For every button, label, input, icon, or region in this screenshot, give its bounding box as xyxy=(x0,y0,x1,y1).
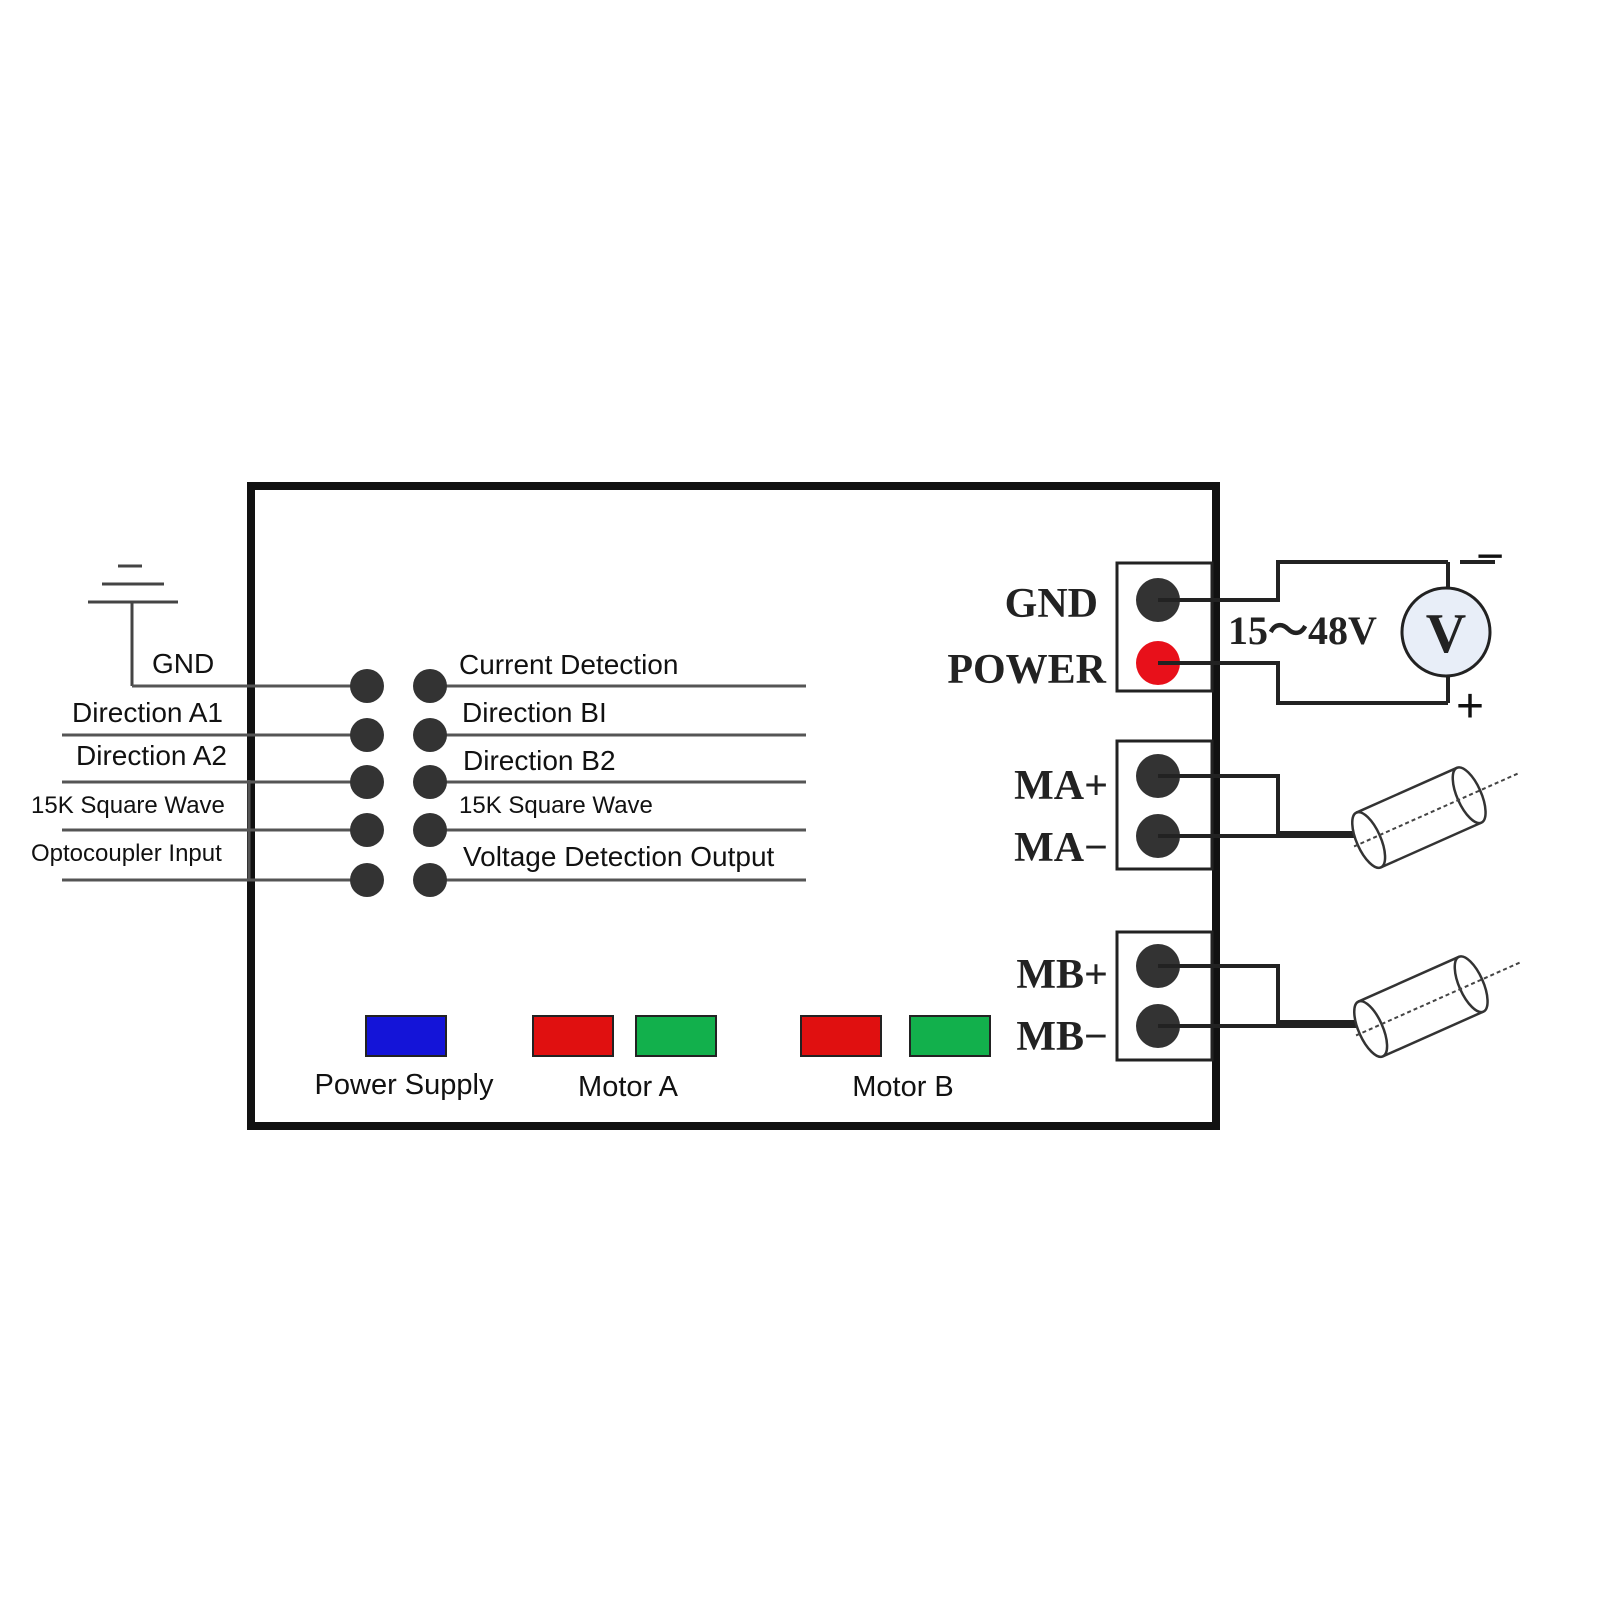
label-direction-b1: Direction BI xyxy=(462,697,607,728)
motor-b-terminal-block xyxy=(1115,930,1214,1062)
pin-right-5 xyxy=(413,863,447,897)
pin-right-4 xyxy=(413,813,447,847)
board-outline xyxy=(247,482,1220,1130)
voltmeter-icon xyxy=(1400,586,1492,678)
power-terminal-block xyxy=(1115,561,1214,693)
voltmeter-symbol: V xyxy=(1426,603,1466,665)
terminal-power-label: POWER xyxy=(947,647,1106,693)
pin-left-4 xyxy=(350,813,384,847)
motor-a-green-led xyxy=(635,1015,717,1057)
motor-b-red-led xyxy=(800,1015,882,1057)
motor-a-icon xyxy=(1351,766,1519,870)
power-supply-label: Power Supply xyxy=(315,1069,494,1101)
header-pins xyxy=(350,669,447,897)
motor-a-wiring xyxy=(1158,774,1370,838)
left-wires xyxy=(62,684,367,882)
pin-left-2 xyxy=(350,718,384,752)
motor-b-wiring xyxy=(1158,964,1370,1028)
supply-plus-sign: + xyxy=(1456,680,1484,733)
terminal-gnd-label: GND xyxy=(1005,581,1098,627)
label-voltage-detection-output: Voltage Detection Output xyxy=(463,841,775,872)
pin-left-1 xyxy=(350,669,384,703)
label-current-detection: Current Detection xyxy=(459,649,678,680)
ground-symbol xyxy=(88,564,178,686)
pin-left-3 xyxy=(350,765,384,799)
terminal-ma-plus-label: MA+ xyxy=(1014,763,1108,809)
supply-minus-sign: − xyxy=(1476,530,1504,583)
supply-voltage-range: 15～48V xyxy=(1228,608,1377,653)
motor-a-label: Motor A xyxy=(578,1071,679,1103)
label-direction-a1: Direction A1 xyxy=(72,697,223,728)
label-left-square-wave: 15K Square Wave xyxy=(31,792,225,819)
terminal-ma-minus-label: MA− xyxy=(1014,825,1108,871)
pin-right-3 xyxy=(413,765,447,799)
motor-b-icon xyxy=(1353,955,1521,1059)
label-direction-b2: Direction B2 xyxy=(463,745,616,776)
motor-b-green-led xyxy=(909,1015,991,1057)
terminal-mb-plus-label: MB+ xyxy=(1016,952,1108,998)
pin-left-5 xyxy=(350,863,384,897)
label-left-gnd: GND xyxy=(152,648,214,679)
label-optocoupler-input: Optocoupler Input xyxy=(31,840,222,867)
label-right-square-wave: 15K Square Wave xyxy=(459,792,653,819)
pin-right-2 xyxy=(413,718,447,752)
motor-a-terminal-block xyxy=(1115,739,1214,871)
motor-b-label: Motor B xyxy=(852,1071,954,1103)
motor-a-red-led xyxy=(532,1015,614,1057)
pin-right-1 xyxy=(413,669,447,703)
right-wires xyxy=(430,684,806,882)
terminal-mb-minus-label: MB− xyxy=(1016,1014,1108,1060)
label-direction-a2: Direction A2 xyxy=(76,740,227,771)
power-supply-led xyxy=(365,1015,447,1057)
